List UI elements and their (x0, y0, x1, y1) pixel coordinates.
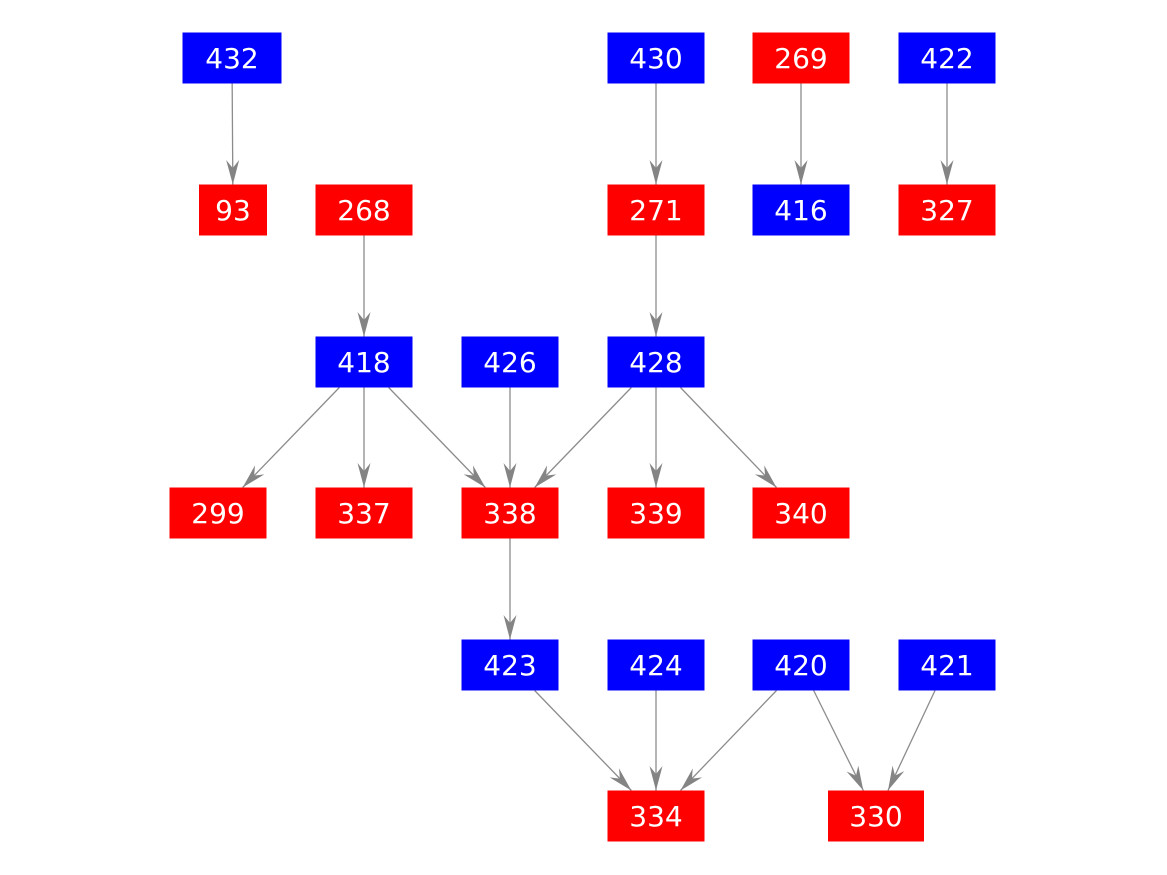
node-rect-416 (752, 184, 850, 236)
node-rect-420 (752, 639, 850, 691)
node-label-338: 338 (483, 497, 536, 530)
node-337: 337 (315, 487, 413, 539)
node-430: 430 (607, 32, 705, 84)
nodes-layer: 432 430 269 422 93 268 271 416 327 418 426 428 299 33… (169, 32, 996, 842)
node-label-426: 426 (483, 346, 536, 379)
node-rect-271 (607, 184, 705, 236)
node-label-271: 271 (629, 194, 682, 227)
node-rect-327 (898, 184, 996, 236)
node-rect-428 (607, 336, 705, 388)
node-rect-334 (607, 790, 705, 842)
node-label-337: 337 (337, 497, 390, 530)
node-416: 416 (752, 184, 850, 236)
edge-420-334 (680, 690, 777, 791)
node-label-327: 327 (920, 194, 973, 227)
node-rect-93 (199, 184, 267, 236)
node-422: 422 (898, 32, 996, 84)
node-418: 418 (315, 336, 413, 388)
edge-423-334 (534, 690, 632, 791)
node-421: 421 (898, 639, 996, 691)
node-432: 432 (182, 32, 282, 84)
node-271: 271 (607, 184, 705, 236)
node-label-93: 93 (215, 194, 251, 227)
node-428: 428 (607, 336, 705, 388)
node-rect-330 (828, 790, 924, 842)
node-269: 269 (752, 32, 850, 84)
node-label-268: 268 (337, 194, 390, 227)
edge-428-338 (534, 387, 632, 488)
node-label-432: 432 (205, 42, 258, 75)
node-label-420: 420 (774, 649, 827, 682)
node-rect-424 (607, 639, 705, 691)
node-rect-421 (898, 639, 996, 691)
node-340: 340 (752, 487, 850, 539)
edge-432-93 (226, 83, 240, 185)
node-426: 426 (461, 336, 559, 388)
node-label-423: 423 (483, 649, 536, 682)
node-424: 424 (607, 639, 705, 691)
node-rect-338 (461, 487, 559, 539)
edge-418-338 (388, 387, 486, 488)
node-rect-423 (461, 639, 559, 691)
node-334: 334 (607, 790, 705, 842)
node-rect-430 (607, 32, 705, 84)
node-423: 423 (461, 639, 559, 691)
node-rect-337 (315, 487, 413, 539)
node-label-424: 424 (629, 649, 682, 682)
node-label-339: 339 (629, 497, 682, 530)
node-label-416: 416 (774, 194, 827, 227)
node-rect-299 (169, 487, 267, 539)
node-rect-268 (315, 184, 413, 236)
node-rect-426 (461, 336, 559, 388)
edge-418-299 (242, 387, 340, 488)
edges-layer (226, 83, 954, 791)
node-299: 299 (169, 487, 267, 539)
node-label-430: 430 (629, 42, 682, 75)
node-label-418: 418 (337, 346, 390, 379)
node-rect-432 (182, 32, 282, 84)
node-rect-339 (607, 487, 705, 539)
node-label-269: 269 (774, 42, 827, 75)
node-330: 330 (828, 790, 924, 842)
node-label-330: 330 (849, 800, 902, 833)
node-327: 327 (898, 184, 996, 236)
node-338: 338 (461, 487, 559, 539)
node-268: 268 (315, 184, 413, 236)
node-420: 420 (752, 639, 850, 691)
edge-428-340 (680, 387, 777, 488)
node-rect-418 (315, 336, 413, 388)
node-label-334: 334 (629, 800, 682, 833)
node-label-299: 299 (191, 497, 244, 530)
node-93: 93 (199, 184, 267, 236)
node-rect-269 (752, 32, 850, 84)
node-label-421: 421 (920, 649, 973, 682)
node-rect-340 (752, 487, 850, 539)
node-label-340: 340 (774, 497, 827, 530)
node-rect-422 (898, 32, 996, 84)
node-label-428: 428 (629, 346, 682, 379)
node-339: 339 (607, 487, 705, 539)
edge-421-330 (887, 690, 936, 791)
node-label-422: 422 (920, 42, 973, 75)
edge-420-330 (813, 690, 864, 791)
